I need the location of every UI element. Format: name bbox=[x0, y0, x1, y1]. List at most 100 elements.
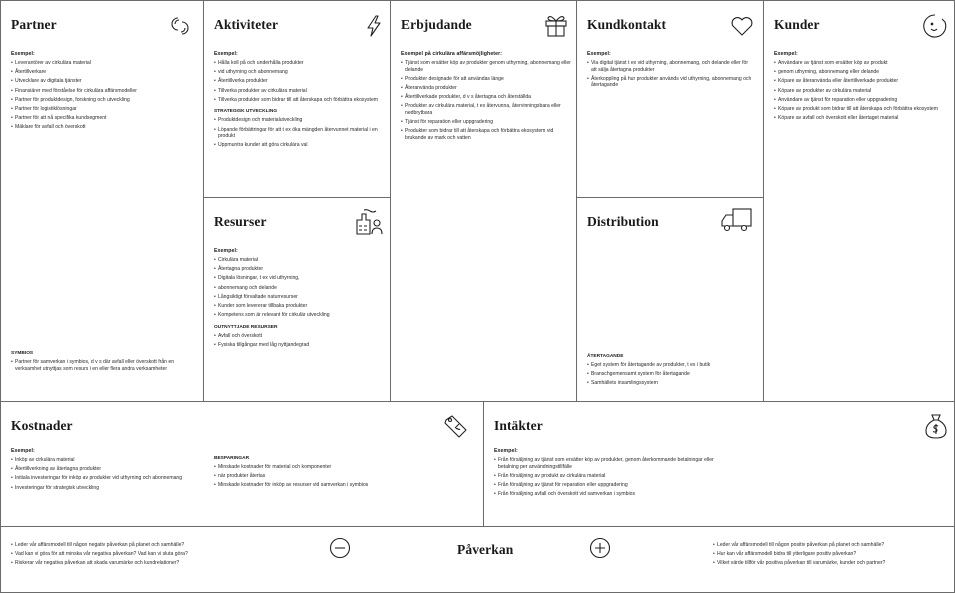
list-item: Vilket värde tillför vår positiva påverk… bbox=[713, 560, 951, 567]
aktiviteter-section: Aktiviteter Exempel: Hålla koll på och u… bbox=[204, 1, 391, 198]
distribution-title: Distribution bbox=[587, 214, 659, 229]
besparingar-label: BESPARINGAR bbox=[214, 456, 250, 461]
kostnader-section: Kostnader Exempel: Inköp av cirkulära ma… bbox=[1, 402, 484, 527]
list-item: Partner för produktdesign, forskning och… bbox=[11, 97, 197, 104]
erbjudande-section: Erbjudande Exempel på cirkulära affärsmö… bbox=[391, 1, 577, 402]
list-item: Återkoppling på hur produkter används vi… bbox=[587, 76, 755, 89]
list-item: Tillverka produkter av cirkulära materia… bbox=[214, 88, 384, 95]
strategisk-label: STRATEGISK UTVECKLING bbox=[214, 109, 278, 115]
list-item: Riskerar vår negativa påverkan att skada… bbox=[11, 560, 291, 567]
aktiviteter-title: Aktiviteter bbox=[214, 17, 279, 32]
smiley-face-icon bbox=[922, 13, 948, 39]
list-item: Återanvända produkter bbox=[401, 85, 571, 92]
intakter-example-label: Exempel: bbox=[494, 448, 518, 454]
list-item: Återtagna produkter bbox=[214, 266, 384, 273]
list-item: Utvecklare av digitala tjänster bbox=[11, 78, 197, 85]
list-item: Återtillverkning av återtagna produkter bbox=[11, 466, 201, 473]
list-item: Återtillverkare bbox=[11, 69, 197, 76]
list-item: Initiala investeringar för inköp av prod… bbox=[11, 475, 201, 482]
heart-icon bbox=[729, 13, 755, 39]
outnyttjade-label: OUTNYTTJADE RESURSER bbox=[214, 324, 278, 330]
kunder-section: Kunder Exempel: Användare av tjänst som … bbox=[764, 1, 955, 402]
symbios-label: SYMBIOS bbox=[11, 351, 34, 356]
list-item: Partner för logistiklösningar bbox=[11, 106, 197, 113]
list-item: Inköp av cirkulära material bbox=[11, 457, 201, 464]
list-item: Köpare av avfall och överskott eller åte… bbox=[774, 115, 948, 122]
list-item: genom uthyrning, abonnemang eller deland… bbox=[774, 69, 948, 76]
chain-link-icon bbox=[167, 13, 193, 39]
list-item: Partner för att nå specifika kundsegment bbox=[11, 115, 197, 122]
kostnader-example-label: Exempel: bbox=[11, 448, 35, 454]
list-item: Användare av tjänst som ersätter köp av … bbox=[774, 60, 948, 67]
list-item: Minskade kostnader för inköp av resurser… bbox=[214, 482, 374, 489]
list-item: Långsiktigt förvaltade naturresurser bbox=[214, 294, 384, 301]
resurser-title: Resurser bbox=[214, 214, 267, 229]
list-item: Minskade kostnader för material och komp… bbox=[214, 464, 374, 471]
gift-box-icon bbox=[543, 12, 569, 38]
list-item: Via digital tjänst t ex vid uthyrning, a… bbox=[587, 60, 755, 73]
list-item: Återtillverka produkter bbox=[214, 78, 384, 85]
list-item: Hur kan vår affärsmodell bidra till ytte… bbox=[713, 551, 951, 558]
plus-circle-icon bbox=[589, 537, 611, 559]
list-item: Återtillverkade produkter, d v s återtag… bbox=[401, 94, 571, 101]
list-item: Cirkulära material bbox=[214, 257, 384, 264]
list-item: Köpare av återanvända eller återtillverk… bbox=[774, 78, 948, 85]
list-item: Från försäljning avfall och överskott vi… bbox=[494, 491, 714, 498]
minus-circle-icon bbox=[329, 537, 351, 559]
aktiviteter-example-label: Exempel: bbox=[214, 51, 238, 57]
list-item: Leder vår affärsmodell till någon negati… bbox=[11, 542, 291, 549]
intakter-title: Intäkter bbox=[494, 418, 543, 433]
partner-title: Partner bbox=[11, 17, 57, 32]
list-item: Användare av tjänst för reparation eller… bbox=[774, 97, 948, 104]
list-item: Partner för samverkan i symbios, d v s d… bbox=[11, 359, 181, 372]
list-item: Digitala lösningar, t ex vid uthyrning, bbox=[214, 275, 384, 282]
resurser-section: Resurser Exempel: Cirkulära material Åte… bbox=[204, 198, 391, 402]
kundkontakt-example-label: Exempel: bbox=[587, 51, 611, 57]
list-item: Hålla koll på och underhålla produkter bbox=[214, 60, 384, 67]
list-item: Produkter designade för att användas län… bbox=[401, 76, 571, 83]
partner-example-label: Exempel: bbox=[11, 51, 35, 57]
list-item: Vad kan vi göra för att minska vår negat… bbox=[11, 551, 291, 558]
list-item: Investeringar för strategisk utveckling bbox=[11, 485, 201, 492]
list-item: Finansiärer med förståelse för cirkulära… bbox=[11, 88, 197, 95]
list-item: Kompetens som är relevant för cirkulär u… bbox=[214, 312, 384, 319]
list-item: Kunder som levererar tillbaka produkter bbox=[214, 303, 384, 310]
list-item: Tjänst för reparation eller uppgradering bbox=[401, 119, 571, 126]
resurser-example-label: Exempel: bbox=[214, 248, 238, 254]
partner-section: Partner Exempel: Leverantörer av cirkulä… bbox=[1, 1, 204, 402]
truck-icon bbox=[719, 206, 753, 234]
list-item: Produkter av cirkulära material, t ex åt… bbox=[401, 103, 571, 116]
list-item: Avfall och överskott bbox=[214, 333, 384, 340]
list-item: Tjänst som ersätter köp av produkter gen… bbox=[401, 60, 571, 73]
erbjudande-example-label: Exempel på cirkulära affärsmöjligheter: bbox=[401, 51, 503, 57]
list-item: Branschgemensamt system för återtagande bbox=[587, 371, 755, 378]
distribution-section: Distribution ÅTERTAGANDE Eget system för… bbox=[577, 198, 764, 402]
atertagande-label: ÅTERTAGANDE bbox=[587, 354, 624, 359]
list-item: Mäklare för avfall och överskott bbox=[11, 124, 197, 131]
list-item: Uppmuntra kunder att göra cirkulära val bbox=[214, 142, 384, 149]
money-bag-icon bbox=[924, 412, 948, 440]
paverkan-title: Påverkan bbox=[457, 542, 514, 557]
list-item: Från försäljning av produkt av cirkulära… bbox=[494, 473, 714, 480]
kundkontakt-section: Kundkontakt Exempel: Via digital tjänst … bbox=[577, 1, 764, 198]
list-item: när produkter återtas bbox=[214, 473, 374, 480]
lightning-bolt-icon bbox=[361, 13, 387, 39]
intakter-section: Intäkter Exempel: Från försäljning av tj… bbox=[484, 402, 955, 527]
list-item: abonnemang och delande bbox=[214, 285, 384, 292]
list-item: Köpare av produkt som bidrar till att åt… bbox=[774, 106, 948, 113]
kunder-title: Kunder bbox=[774, 17, 820, 32]
paverkan-section: Leder vår affärsmodell till någon negati… bbox=[1, 527, 955, 593]
list-item: Eget system för återtagande av produkter… bbox=[587, 362, 755, 369]
list-item: Fysiska tillgångar med låg nyttjandegrad bbox=[214, 342, 384, 349]
list-item: Samhällets insamlingssystem bbox=[587, 380, 755, 387]
list-item: Leder vår affärsmodell till någon positi… bbox=[713, 542, 951, 549]
list-item: Från försäljning av tjänst för reparatio… bbox=[494, 482, 714, 489]
factory-worker-icon bbox=[354, 208, 384, 236]
kunder-example-label: Exempel: bbox=[774, 51, 798, 57]
list-item: Löpande förbättringar för att t ex öka m… bbox=[214, 127, 384, 140]
list-item: Leverantörer av cirkulära material bbox=[11, 60, 197, 67]
list-item: Tillverka produkter som bidrar till att … bbox=[214, 97, 384, 104]
price-tag-icon bbox=[443, 414, 469, 440]
partner-list: Leverantörer av cirkulära material Återt… bbox=[11, 60, 197, 131]
